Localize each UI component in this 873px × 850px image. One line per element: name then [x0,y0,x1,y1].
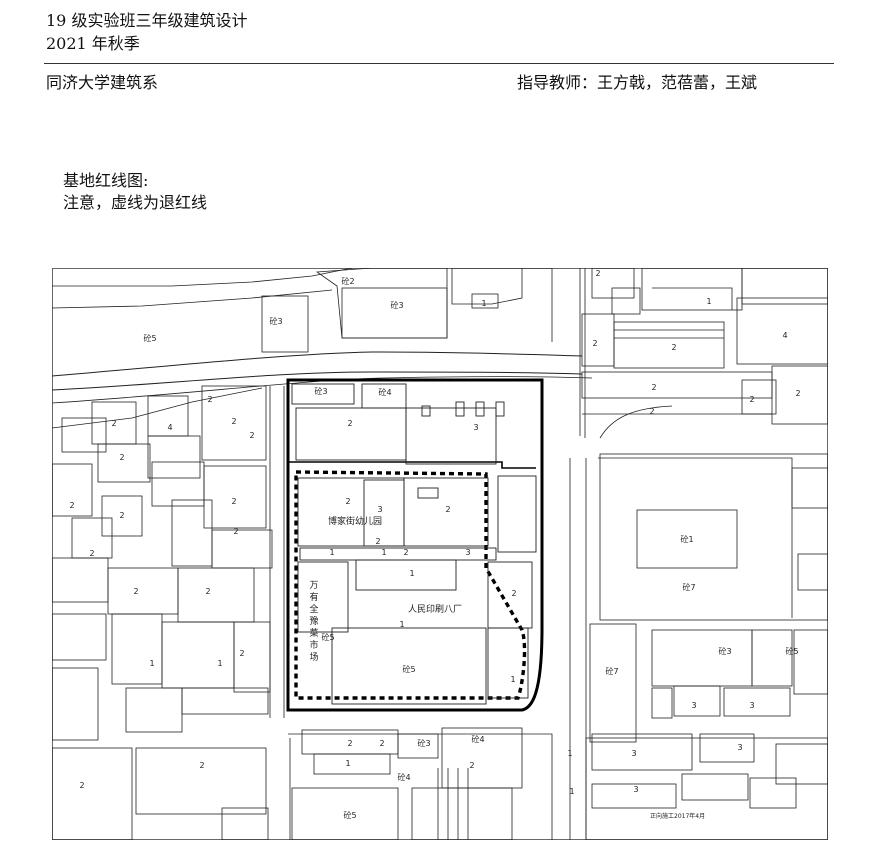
floor-count: 2 [199,761,204,770]
floor-count: 砼3 [718,646,731,656]
floor-count: 砼4 [378,387,391,397]
floor-count: 2 [133,587,138,596]
floor-count: 砼4 [471,734,484,744]
floor-count: 砼5 [143,333,156,343]
svg-text:场: 场 [309,652,318,663]
floor-count: 2 [649,407,654,416]
floor-count: 2 [207,395,212,404]
floor-count: 3 [377,505,382,514]
floor-count: 2 [231,417,236,426]
floor-count: 砼5 [321,632,334,642]
course-title: 19 级实验班三年级建筑设计 [46,11,248,30]
floor-count: 2 [111,419,116,428]
floor-count: 1 [510,675,515,684]
floor-count: 1 [149,659,154,668]
floor-count: 2 [249,431,254,440]
floor-count: 2 [651,383,656,392]
floor-count: 2 [347,419,352,428]
floor-count: 砼7 [682,582,695,592]
floor-count: 砼3 [314,386,327,396]
kindergarten-label: 博家街幼儿园 [328,515,382,527]
floor-count: 2 [445,505,450,514]
floor-count: 砼2 [341,276,354,286]
floor-count: 2 [379,739,384,748]
course-term: 2021 年秋季 [46,34,140,53]
floor-count: 砼4 [397,772,410,782]
advisors-line: 指导教师：王方戟，范蓓蕾，王斌 [517,73,758,92]
floor-count: 2 [375,537,380,546]
floor-count: 3 [631,749,636,758]
site-red-line-map: 砼5 砼3 砼3 砼2 1 2 1 4 2 2 2 2 2 2 砼1 砼7 砼7… [52,268,828,840]
floor-count: 2 [69,501,74,510]
school-name: 同济大学建筑系 [46,73,159,92]
floor-count: 2 [79,781,84,790]
floor-count: 3 [633,785,638,794]
floor-count: 1 [481,299,486,308]
floor-count: 2 [231,497,236,506]
site-red-line [286,378,544,712]
floor-count: 2 [595,269,600,278]
svg-text:豫: 豫 [309,615,318,627]
svg-text:有: 有 [309,591,318,603]
floor-count: 2 [592,339,597,348]
floor-count: 2 [671,343,676,352]
map-caption-title: 基地红线图: [63,171,149,190]
floor-count: 砼7 [605,666,618,676]
map-caption-note: 注意，虚线为退红线 [63,193,208,212]
svg-text:万: 万 [309,581,318,591]
floor-count: 2 [345,497,350,506]
svg-text:菜: 菜 [309,627,318,639]
floor-count: 2 [403,548,408,557]
floor-count: 砼3 [269,316,282,326]
floor-count: 3 [737,743,742,752]
survey-note-label: 正向施工2017年4月 [650,812,705,820]
printing-factory-label: 人民印刷八厂 [408,603,462,615]
floor-count: 2 [795,389,800,398]
floor-count: 2 [347,739,352,748]
floor-count: 4 [782,331,787,340]
floor-count: 1 [217,659,222,668]
floor-count: 2 [511,589,516,598]
floor-count: 1 [567,749,572,758]
floor-count: 砼5 [785,646,798,656]
svg-text:市: 市 [309,639,318,651]
floor-count: 2 [119,453,124,462]
floor-count: 2 [89,549,94,558]
floor-count: 2 [749,395,754,404]
floor-count: 1 [329,548,334,557]
market-label: 万 有 全 豫 菜 市 场 [309,581,318,663]
floor-count: 砼5 [343,810,356,820]
svg-text:全: 全 [309,603,318,615]
floor-count: 2 [205,587,210,596]
floor-count: 1 [345,759,350,768]
floor-count: 砼1 [680,534,693,544]
floor-count: 砼5 [402,664,415,674]
floor-count: 2 [233,527,238,536]
floor-count: 2 [469,761,474,770]
floor-count: 2 [119,511,124,520]
floor-count: 3 [749,701,754,710]
header-divider [44,63,834,64]
floor-count: 1 [399,620,404,629]
floor-count: 4 [167,423,172,432]
floor-count: 1 [409,569,414,578]
floor-count: 3 [691,701,696,710]
floor-count: 1 [569,787,574,796]
floor-count: 1 [381,548,386,557]
floor-count: 砼3 [417,738,430,748]
floor-count: 1 [706,297,711,306]
floor-count: 2 [239,649,244,658]
floor-count: 3 [465,548,470,557]
floor-count: 砼3 [390,300,403,310]
floor-count: 3 [473,423,478,432]
